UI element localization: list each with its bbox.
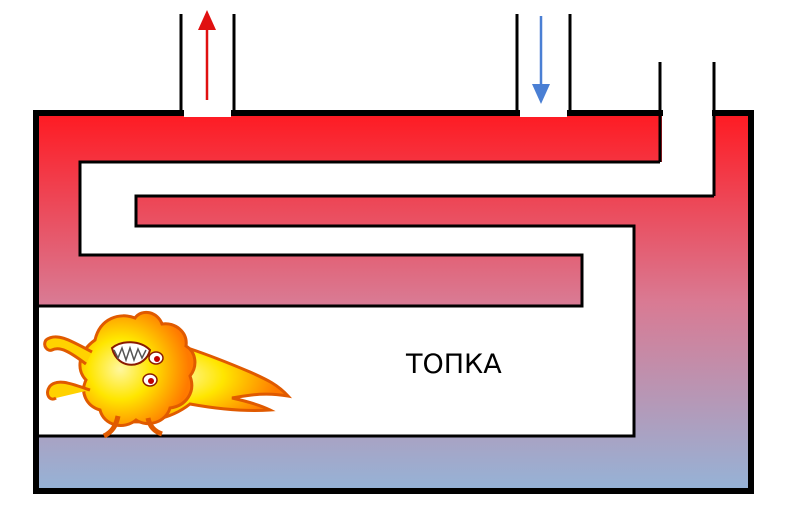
- flue-gas-path: [36, 62, 716, 438]
- arrow-down-icon: [532, 16, 550, 104]
- arrow-up-icon: [198, 10, 216, 100]
- fire-monster-icon: [43, 310, 293, 439]
- firebox-label: ТОПКА: [405, 349, 502, 380]
- firebox-chamber: [36, 64, 714, 436]
- cold-water-inlet-pipe: [515, 0, 572, 116]
- boiler-outline: [33, 110, 754, 494]
